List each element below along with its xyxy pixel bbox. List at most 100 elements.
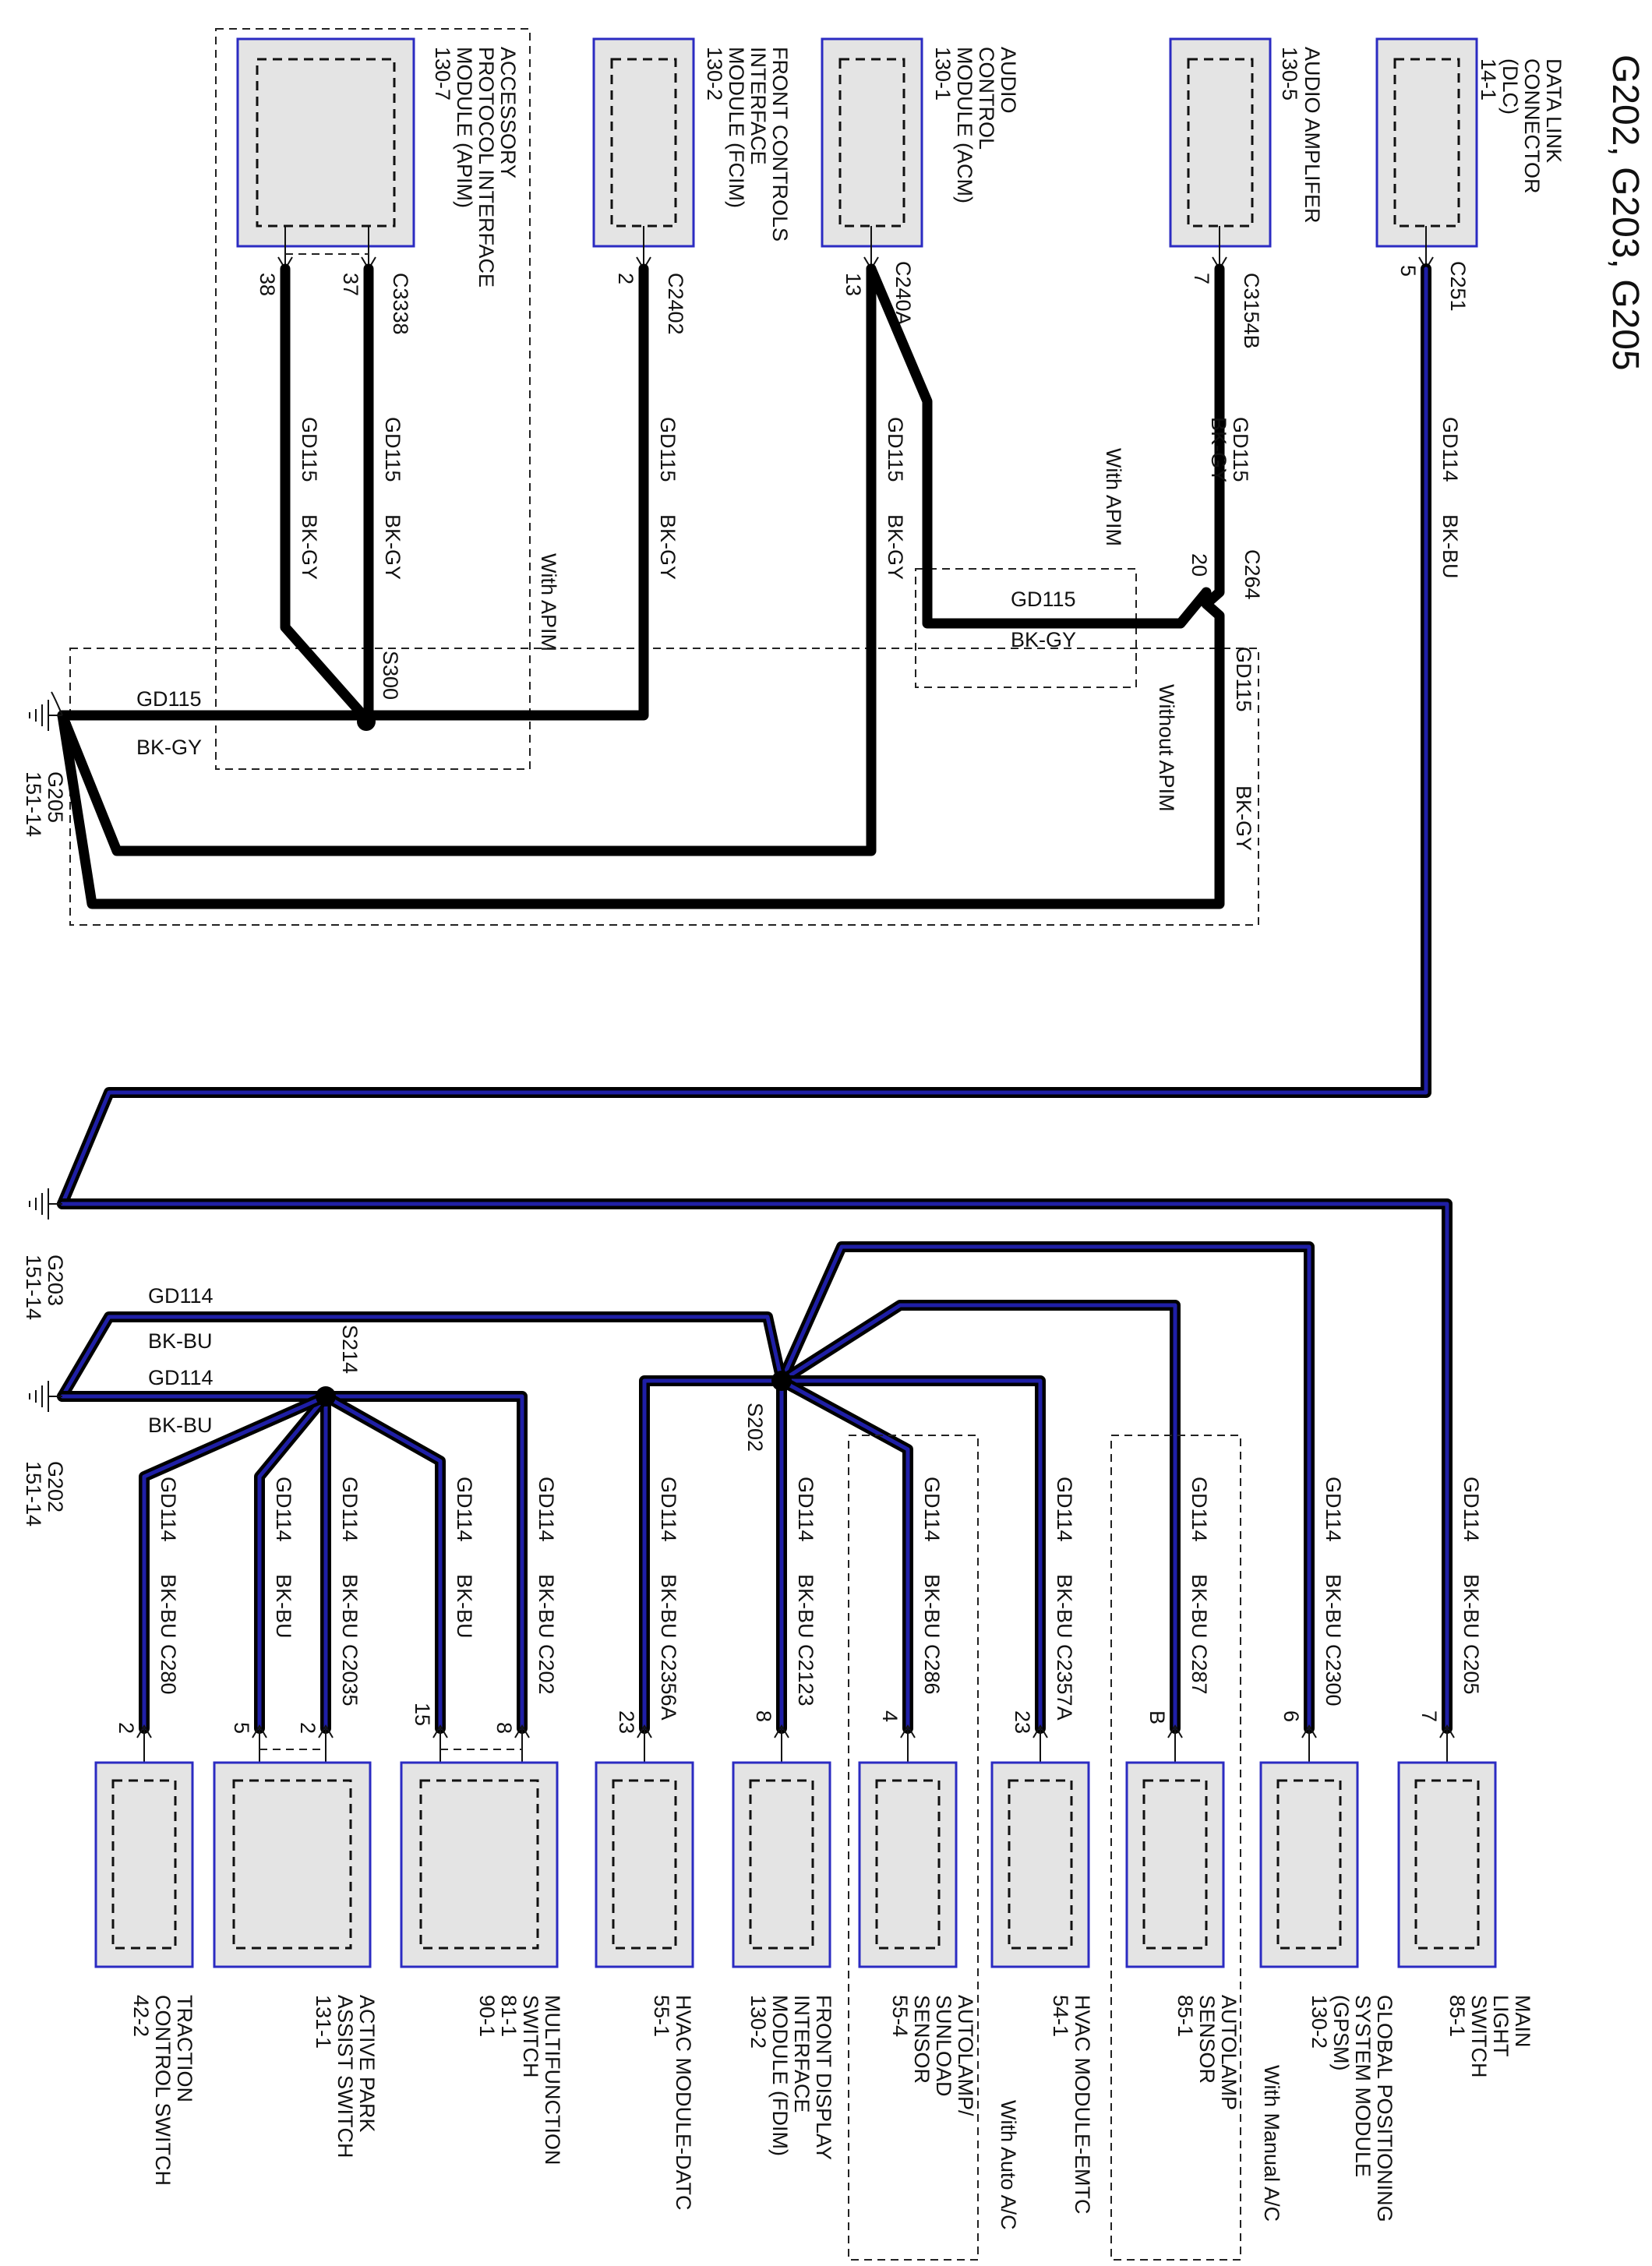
acm-wire-circuit: GD115 bbox=[884, 417, 907, 482]
diagram-label: MODULE (FDIM) bbox=[768, 1995, 792, 2156]
module-hvac-emtc: HVAC MODULE-EMTC 54-1 bbox=[990, 1761, 1094, 2215]
diagram-label: 7 bbox=[1417, 1710, 1441, 1722]
diagram-label: 42-2 bbox=[129, 1995, 153, 2037]
acm-label-4: 130-1 bbox=[931, 47, 955, 101]
apim-label-2: PROTOCOL INTERFACE bbox=[475, 47, 498, 288]
diagram-label: 81-1 bbox=[497, 1995, 521, 2037]
diagram-label: HVAC MODULE-EMTC bbox=[1071, 1995, 1094, 2215]
diagram-label: GD114 bbox=[453, 1477, 476, 1542]
diagram-label: 2 bbox=[115, 1722, 138, 1734]
amp-pin: 7 bbox=[1190, 273, 1213, 284]
diagram-label: MAIN bbox=[1511, 1995, 1534, 2048]
with-apim-label: With APIM bbox=[537, 553, 560, 651]
diagram-label: GD114 bbox=[1460, 1477, 1483, 1542]
diagram-label: SWITCH bbox=[519, 1995, 542, 2077]
apim-label-1: ACCESSORY bbox=[496, 47, 520, 178]
diagram-label: SUNLOAD bbox=[932, 1995, 955, 2097]
apim-label-3: MODULE (APIM) bbox=[453, 47, 476, 208]
diagram-label: MULTIFUNCTION bbox=[541, 1995, 564, 2165]
diagram-label: LIGHT bbox=[1489, 1995, 1513, 2057]
diagram-label: 4 bbox=[878, 1710, 902, 1722]
module-hvac-datc: HVAC MODULE-DATC 55-1 bbox=[595, 1761, 695, 2211]
diagram-label: ASSIST SWITCH bbox=[334, 1995, 357, 2158]
diagram-label: C2035 bbox=[338, 1644, 362, 1707]
diagram-label: 23 bbox=[615, 1710, 638, 1734]
with-apim-box bbox=[215, 28, 531, 770]
module-main-light-switch: MAIN LIGHT SWITCH 85-1 bbox=[1397, 1761, 1534, 2077]
c264-connector: C264 bbox=[1241, 549, 1264, 600]
diagram-label: C2357A bbox=[1053, 1644, 1076, 1721]
dlc-label-1: DATA LINK bbox=[1542, 58, 1566, 163]
diagram-label: BK-BU bbox=[1053, 1574, 1076, 1639]
c264-pin: 20 bbox=[1188, 553, 1211, 577]
diagram-label: 2 bbox=[296, 1722, 319, 1734]
dlc-label-3: (DLC) bbox=[1498, 58, 1522, 115]
g205-name: G205 bbox=[44, 771, 67, 823]
diagram-label: C286 bbox=[920, 1644, 944, 1695]
fcim-pin: 2 bbox=[614, 273, 637, 284]
diagram-label: C205 bbox=[1460, 1644, 1483, 1695]
diagram-label: C280 bbox=[157, 1644, 180, 1695]
module-autolamp-sunload-sensor: AUTOLAMP/ SUNLOAD SENSOR 55-4 bbox=[858, 1761, 977, 2116]
g202-wire-circuit: GD114 bbox=[148, 1366, 214, 1389]
diagram-label: TRACTION bbox=[173, 1995, 196, 2102]
diagram-label: SENSOR bbox=[1195, 1995, 1219, 2084]
diagram-label: AUTOLAMP bbox=[1217, 1995, 1241, 2110]
diagram-label: B bbox=[1145, 1710, 1169, 1724]
without-apim-wire-color: BK-GY bbox=[1232, 785, 1255, 851]
diagram-label: 55-1 bbox=[650, 1995, 673, 2037]
g205-wire-circuit: GD115 bbox=[136, 687, 202, 711]
diagram-label: 85-1 bbox=[1174, 1995, 1197, 2037]
diagram-label: BK-BU bbox=[1322, 1574, 1345, 1639]
diagram-label: BK-BU bbox=[1188, 1574, 1211, 1639]
module-apim: ACCESSORY PROTOCOL INTERFACE MODULE (API… bbox=[236, 37, 520, 288]
diagram-label: 130-2 bbox=[1308, 1995, 1331, 2049]
g203-ref: 151-14 bbox=[22, 1255, 45, 1320]
with-apim-wire-circuit: GD115 bbox=[1011, 588, 1076, 611]
with-manual-ac-label: With Manual A/C bbox=[1260, 2065, 1283, 2222]
diagram-label: BK-BU bbox=[1460, 1574, 1483, 1639]
bottom-wire-labels: GD114 BK-BU GD114 BK-BU GD114 BK-BU GD11… bbox=[157, 1477, 1483, 1639]
module-autolamp-sensor: AUTOLAMP SENSOR 85-1 bbox=[1125, 1761, 1241, 2110]
diagram-label: 8 bbox=[752, 1710, 775, 1722]
dlc-wire-circuit: GD114 bbox=[1438, 417, 1462, 482]
apim38-wire-circuit: GD115 bbox=[298, 417, 321, 482]
with-apim-wire-color: BK-GY bbox=[1011, 628, 1076, 651]
diagram-label: GD114 bbox=[1322, 1477, 1345, 1542]
amp-connector: C3154B bbox=[1240, 273, 1263, 349]
apim-connector: C3338 bbox=[389, 273, 412, 335]
module-fdim: FRONT DISPLAY INTERFACE MODULE (FDIM) 13… bbox=[732, 1761, 835, 2160]
g203-wire-circuit: GD114 bbox=[148, 1284, 214, 1308]
g205-wire-color: BK-GY bbox=[136, 736, 202, 759]
g202-ref: 151-14 bbox=[22, 1461, 45, 1527]
diagram-label: BK-BU bbox=[535, 1574, 558, 1639]
acm-wire-color: BK-GY bbox=[884, 514, 907, 580]
module-fcim: FRONT CONTROLS INTERFACE MODULE (FCIM) 1… bbox=[592, 37, 792, 248]
fcim-label-2: INTERFACE bbox=[747, 47, 770, 165]
splice-s214-dot bbox=[316, 1386, 336, 1407]
diagram-label: GD114 bbox=[794, 1477, 817, 1542]
ground-g205: G205 151-14 bbox=[22, 691, 67, 837]
g203-wire-color: BK-BU bbox=[148, 1329, 213, 1353]
diagram-label: 6 bbox=[1280, 1710, 1303, 1722]
ground-g203: G203 151-14 bbox=[22, 1188, 67, 1320]
acm-pin: 13 bbox=[842, 273, 865, 296]
diagram-label: GD114 bbox=[1053, 1477, 1076, 1542]
g203-name: G203 bbox=[44, 1255, 67, 1306]
diagram-label: BK-BU bbox=[920, 1574, 944, 1639]
bottom-pin-labels: 7 C205 6 C2300 B C287 23 C2357A 4 C286 8… bbox=[115, 1644, 1483, 1734]
fcim-connector: C2402 bbox=[664, 273, 687, 335]
diagram-label: HVAC MODULE-DATC bbox=[672, 1995, 695, 2211]
apim-label-4: 130-7 bbox=[431, 47, 454, 101]
module-acm: AUDIO CONTROL MODULE (ACM) 130-1 bbox=[821, 37, 1020, 248]
diagram-label: C287 bbox=[1188, 1644, 1211, 1695]
g202-name: G202 bbox=[44, 1461, 67, 1512]
with-auto-ac-label: With Auto A/C bbox=[997, 2100, 1020, 2230]
diagram-label: BK-BU bbox=[338, 1574, 362, 1639]
splice-s214-label: S214 bbox=[338, 1325, 362, 1374]
gd114-wires bbox=[57, 263, 1453, 1734]
fcim-wire-circuit: GD115 bbox=[656, 417, 680, 482]
acm-label-1: AUDIO bbox=[997, 47, 1020, 114]
apim-pin-37: 37 bbox=[339, 273, 362, 296]
